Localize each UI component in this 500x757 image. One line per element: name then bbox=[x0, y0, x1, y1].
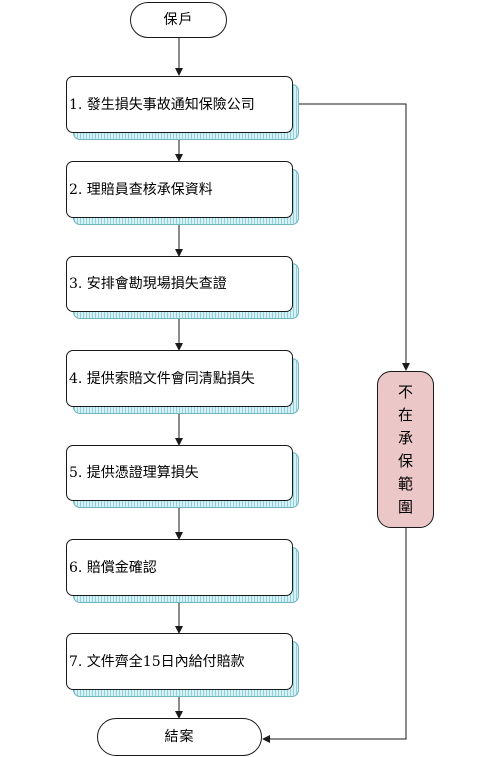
step-5-loss-adjustment: 5. 提供憑證理算損失 bbox=[66, 445, 293, 501]
step-6-compensation-confirmation: 6. 賠償金確認 bbox=[66, 539, 293, 596]
not-covered-char-2: 在 bbox=[397, 405, 413, 424]
arrow-step1-to-side-branch bbox=[293, 103, 410, 371]
step-7-payment: 7. 文件齊全15日內給付賠款 bbox=[66, 633, 293, 690]
step-1-report-loss: 1. 發生損失事故通知保險公司 bbox=[66, 76, 293, 133]
not-covered-char-1: 不 bbox=[397, 382, 413, 401]
step-2-verify-policy: 2. 理賠員查核承保資料 bbox=[66, 161, 293, 218]
not-covered-char-3: 承 bbox=[397, 428, 413, 447]
not-covered-char-5: 範 bbox=[397, 474, 413, 493]
start-node: 保戶 bbox=[130, 2, 227, 38]
step-3-site-survey: 3. 安排會勘現場損失查證 bbox=[66, 256, 293, 312]
arrow-side-branch-to-end bbox=[262, 528, 407, 743]
not-covered-node: 不 在 承 保 範 圍 bbox=[377, 371, 434, 528]
not-covered-char-6: 圍 bbox=[397, 497, 413, 516]
end-node: 結案 bbox=[97, 718, 262, 756]
not-covered-char-4: 保 bbox=[397, 451, 413, 470]
step-4-claim-documents: 4. 提供索賠文件會同清點損失 bbox=[66, 350, 293, 407]
